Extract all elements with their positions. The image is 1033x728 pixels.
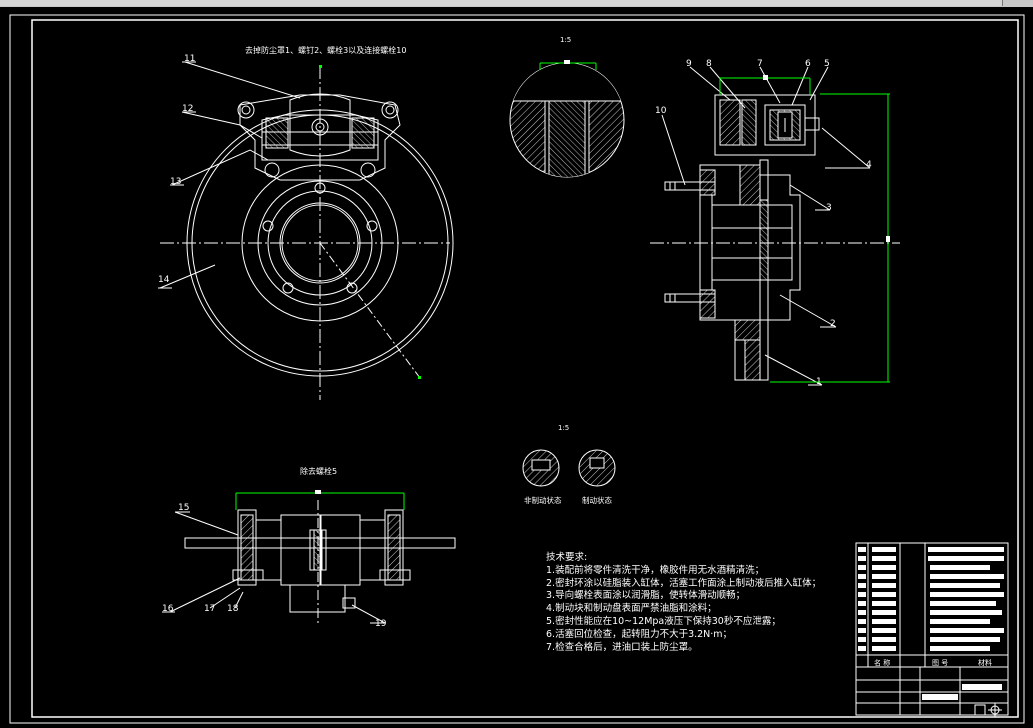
part-number: 11 bbox=[184, 54, 196, 64]
drawing-canvas[interactable]: 去掉防尘罩1、螺钉2、螺栓3以及连接螺栓10 1:5 除去螺栓5 1:5 非制动… bbox=[0, 7, 1033, 728]
part-number: 10 bbox=[655, 106, 667, 116]
toolbar-segment[interactable] bbox=[772, 0, 1003, 6]
requirement-item: 1.装配前将零件清洗干净，橡胶件用无水酒精清洗； bbox=[546, 564, 765, 576]
title-block-symbol bbox=[974, 703, 1002, 717]
title-block-name-header: 名 称 bbox=[874, 659, 891, 667]
part-number: 12 bbox=[182, 104, 194, 114]
part-number: 16 bbox=[162, 604, 174, 614]
part-number: 3 bbox=[826, 203, 832, 213]
requirement-item: 7.检查合格后，进油口装上防尘罩。 bbox=[546, 641, 698, 653]
scale-label-mid: 1:5 bbox=[558, 424, 570, 432]
dim-grip bbox=[319, 65, 322, 68]
part-number: 13 bbox=[170, 177, 182, 187]
toolbar-segment[interactable] bbox=[512, 0, 643, 6]
state-label-released: 非制动状态 bbox=[524, 496, 562, 505]
toolbar-segment[interactable] bbox=[642, 0, 773, 6]
scale-label-top: 1:5 bbox=[560, 36, 572, 44]
title-block-material-header: 材料 bbox=[978, 659, 992, 667]
part-number: 9 bbox=[686, 59, 692, 69]
part-number: 15 bbox=[178, 503, 190, 513]
part-number: 17 bbox=[204, 604, 216, 614]
title-block-rows bbox=[858, 547, 1004, 700]
inner-border bbox=[31, 19, 1019, 718]
part-number: 8 bbox=[706, 59, 712, 69]
part-number: 7 bbox=[757, 59, 763, 69]
detail-view-circle bbox=[509, 62, 625, 178]
dim-grip bbox=[763, 75, 768, 80]
toolbar-segment[interactable] bbox=[0, 0, 61, 6]
window-toolbar-strip bbox=[0, 0, 1033, 7]
part-number: 4 bbox=[866, 160, 872, 170]
toolbar-segment[interactable] bbox=[60, 0, 113, 6]
technical-requirements: 技术要求: 1.装配前将零件清洗干净，橡胶件用无水酒精清洗； 2.密封环涂以硅脂… bbox=[546, 552, 821, 654]
requirements-title: 技术要求: bbox=[546, 552, 588, 563]
view-title-front: 去掉防尘罩1、螺钉2、螺栓3以及连接螺栓10 bbox=[245, 46, 407, 55]
part-number: 19 bbox=[375, 619, 387, 629]
toolbar-segment[interactable] bbox=[178, 0, 513, 6]
part-number: 2 bbox=[830, 319, 836, 329]
part-number: 5 bbox=[824, 59, 830, 69]
title-block bbox=[855, 542, 1009, 716]
view-title-bottom: 除去螺栓5 bbox=[300, 467, 338, 476]
requirement-item: 4.制动块和制动盘表面严禁油脂和涂料； bbox=[546, 603, 717, 615]
part-number: 18 bbox=[227, 604, 239, 614]
requirement-item: 2.密封环涂以硅脂装入缸体，活塞工作面涂上制动液后推入缸体； bbox=[546, 577, 822, 589]
state-label-braking: 制动状态 bbox=[582, 496, 612, 505]
title-block-drawing-header: 图 号 bbox=[932, 659, 949, 667]
dim-grip bbox=[886, 236, 890, 242]
requirement-item: 6.活塞回位检查，起转阻力不大于3.2N·m； bbox=[546, 628, 733, 640]
front-view-disc bbox=[158, 61, 454, 400]
section-view bbox=[650, 66, 900, 386]
requirement-item: 5.密封性能应在10~12Mpa液压下保持30秒不应泄露； bbox=[546, 615, 781, 627]
part-number: 1 bbox=[816, 377, 822, 387]
part-number: 6 bbox=[805, 59, 811, 69]
dim-grip bbox=[315, 490, 321, 494]
toolbar-segment[interactable] bbox=[112, 0, 179, 6]
requirement-item: 3.导向螺栓表面涂以润滑脂，使转体滑动顺畅； bbox=[546, 590, 746, 602]
state-detail-circles bbox=[522, 449, 616, 487]
dim-grip bbox=[564, 60, 570, 64]
dim-grip bbox=[418, 376, 421, 379]
outer-border bbox=[9, 14, 1025, 724]
part-number: 14 bbox=[158, 275, 170, 285]
assembly-drawing bbox=[9, 14, 1025, 724]
